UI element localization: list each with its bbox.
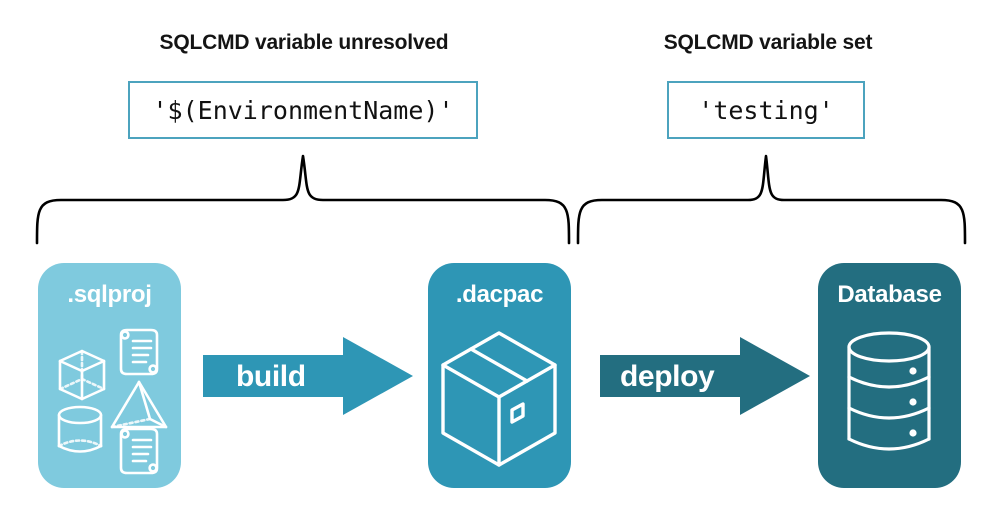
pyramid-icon [110, 380, 168, 429]
scroll-icon [119, 328, 159, 376]
brace-right-icon [576, 154, 967, 245]
arrow-build [203, 337, 413, 415]
value-text-environment-name: '$(EnvironmentName)' [152, 95, 454, 125]
heading-sqlcmd-variable-set: SQLCMD variable set [663, 31, 873, 54]
database-indicator-dots [909, 367, 917, 437]
card-label-database: Database [837, 281, 942, 308]
database-cylinder-icon [847, 331, 931, 451]
value-text-testing: 'testing' [698, 95, 834, 125]
card-sqlproj: .sqlproj [38, 263, 181, 488]
arrow-right-icon [600, 337, 810, 415]
arrow-right-icon [203, 337, 413, 415]
cube-icon [58, 349, 106, 401]
dacpac-artwork [441, 331, 557, 467]
database-artwork [847, 331, 931, 451]
card-label-sqlproj: .sqlproj [67, 281, 152, 308]
scroll-icon [119, 427, 159, 475]
brace-left-icon [35, 154, 571, 245]
arrow-deploy [600, 337, 810, 415]
package-box-icon [441, 331, 557, 467]
card-label-dacpac: .dacpac [455, 281, 544, 308]
arrow-label-deploy: deploy [620, 360, 715, 393]
value-box-environment-name: '$(EnvironmentName)' [128, 81, 478, 139]
card-dacpac: .dacpac [428, 263, 571, 488]
sqlproj-artwork [57, 328, 168, 475]
heading-sqlcmd-variable-unresolved: SQLCMD variable unresolved [159, 31, 449, 54]
card-database: Database [818, 263, 961, 488]
value-box-testing: 'testing' [667, 81, 865, 139]
arrow-label-build: build [236, 360, 306, 393]
cylinder-icon [57, 405, 103, 453]
